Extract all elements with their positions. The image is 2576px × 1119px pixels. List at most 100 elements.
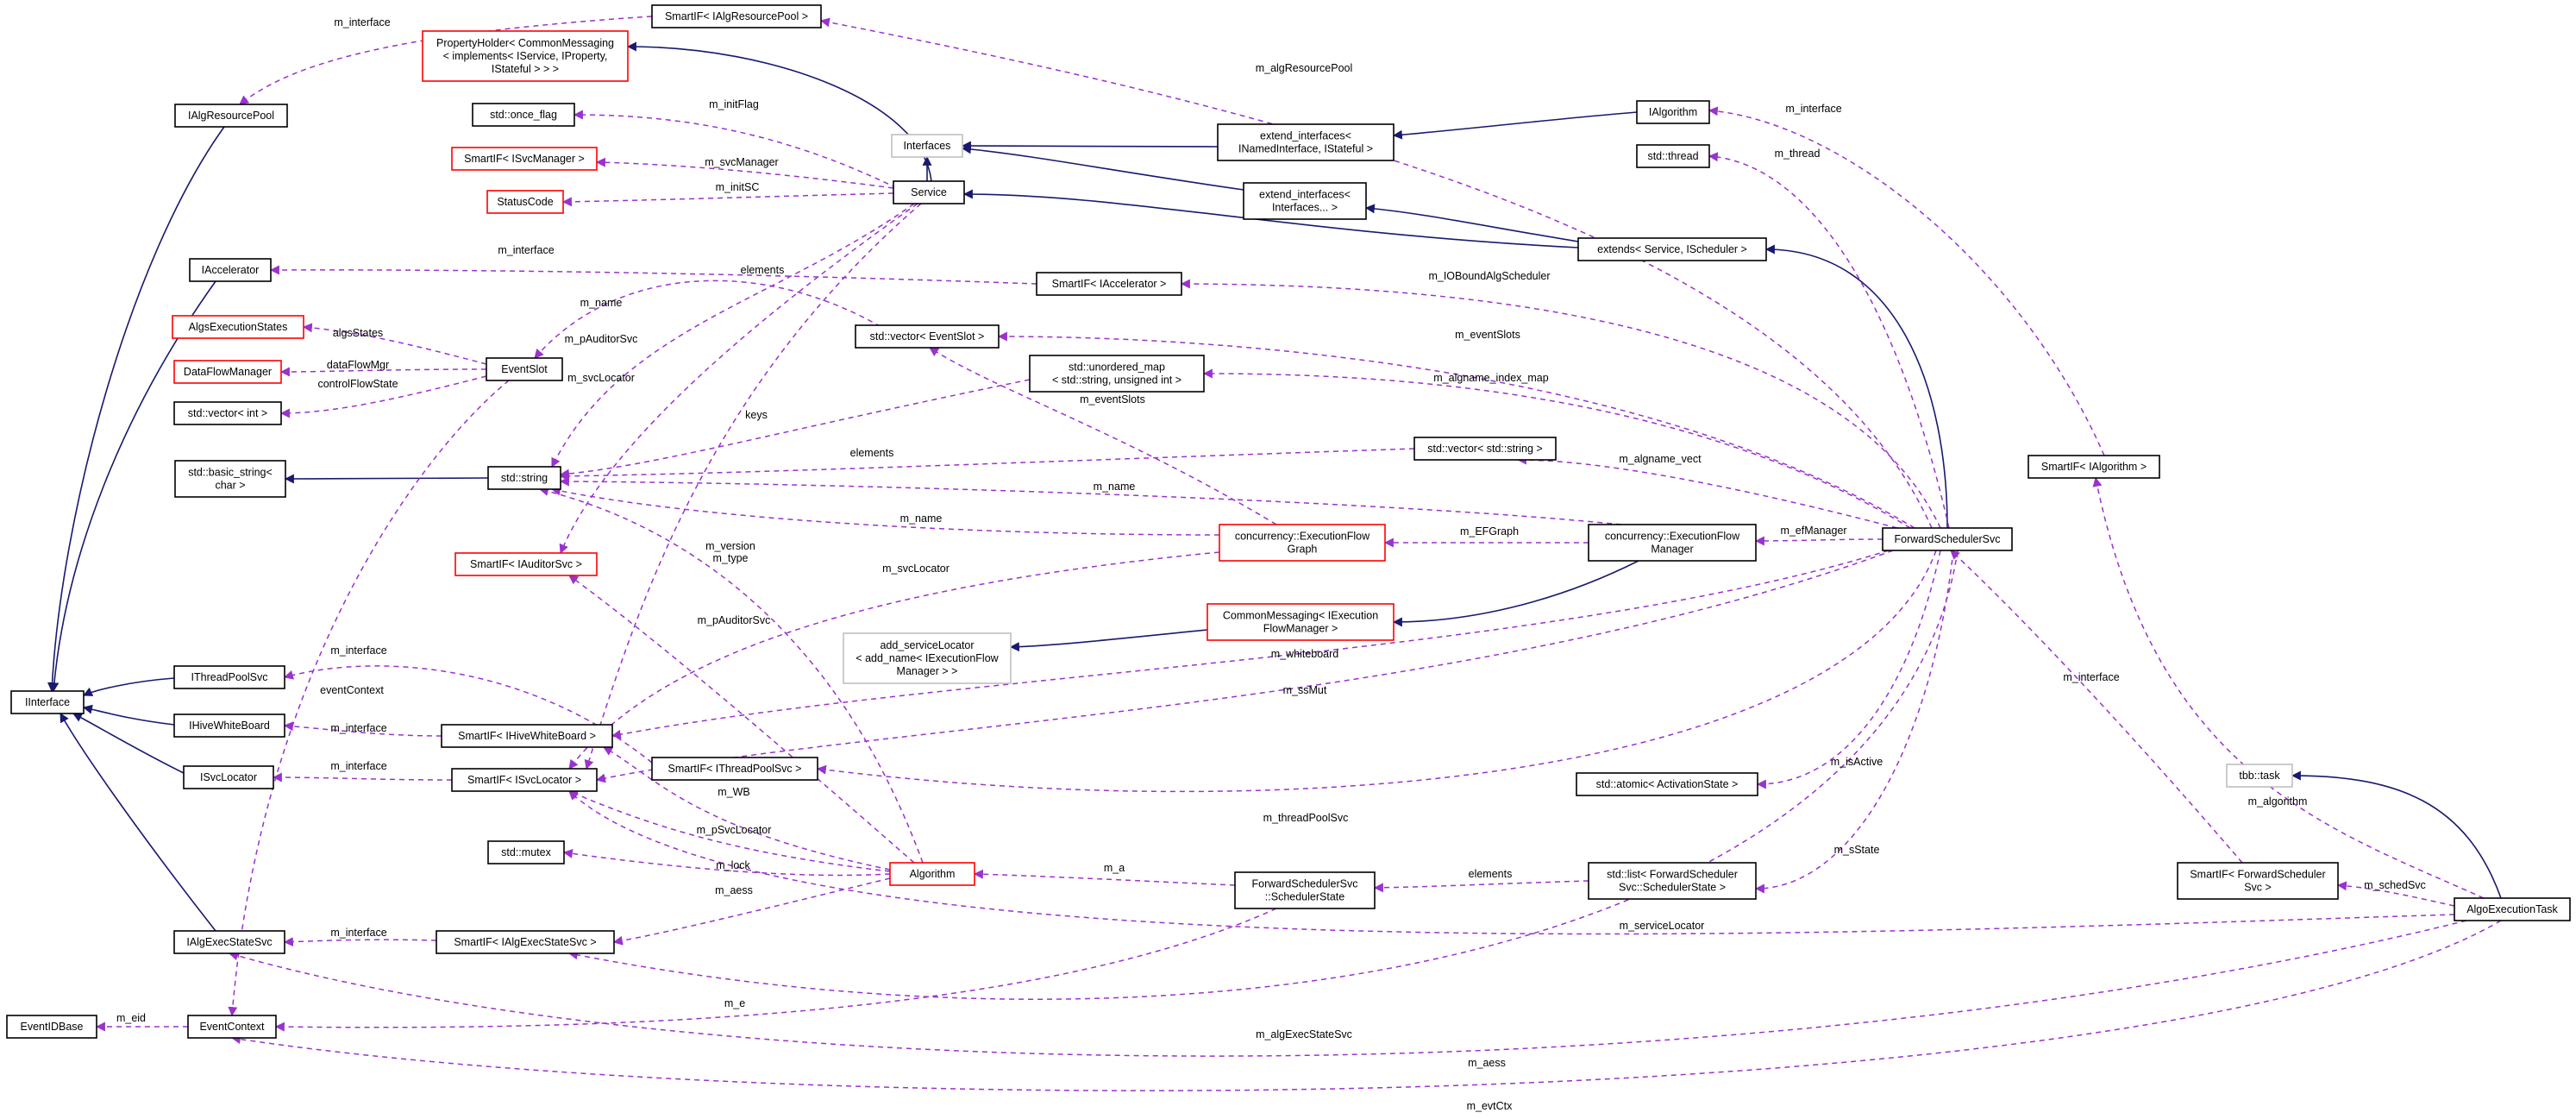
class-node-std_basic_string[interactable]: std::basic_string<char > (174, 460, 286, 498)
class-node-DataFlowManager[interactable]: DataFlowManager (173, 360, 282, 384)
class-box (855, 324, 1000, 349)
class-node-SmartIF_IAccelerator[interactable]: SmartIF< IAccelerator > (1036, 272, 1182, 296)
class-name: AlgsExecutionStates (189, 321, 288, 333)
class-node-PropertyHolder[interactable]: PropertyHolder< CommonMessaging< impleme… (422, 30, 629, 82)
class-node-IAlgExecStateSvc[interactable]: IAlgExecStateSvc (173, 930, 285, 954)
class-box (454, 552, 598, 576)
class-node-EventIDBase[interactable]: EventIDBase (6, 1015, 97, 1039)
class-node-AlgoExecutionTask: AlgoExecutionTask (2454, 897, 2571, 921)
edge-label-SmartIF_IAccelerator-to-IAccelerator: m_interface (498, 244, 554, 256)
edge-label-ForwardSchedulerSvc-to-SmartIF_IHiveWhiteBoard: m_whiteboard (1271, 648, 1339, 660)
class-node-extend_interfaces_INamed[interactable]: extend_interfaces<INamedInterface, IStat… (1217, 123, 1395, 161)
usage-edge-Algorithm-to-SmartIF_IAuditorSvc (568, 575, 915, 864)
usage-edge-SmartIF_IAlgResourcePool-to-IAlgResourcePool (239, 16, 653, 105)
usage-edge-ForwardSchedulerSvc-to-std_atomic (1756, 550, 1941, 789)
edge-label-SchedulerState-to-EventContext: m_e (724, 997, 745, 1009)
class-name: EventIDBase (21, 1021, 84, 1033)
class-node-IThreadPoolSvc[interactable]: IThreadPoolSvc (173, 665, 285, 689)
usage-edge-Service-to-StatusCode (561, 192, 894, 207)
class-node-ForwardSchedulerSvc[interactable]: ForwardSchedulerSvc (1882, 527, 2013, 551)
class-node-std_mutex[interactable]: std::mutex (487, 840, 565, 864)
class-node-AlgsExecutionStates[interactable]: AlgsExecutionStates (172, 315, 304, 339)
class-box (2226, 764, 2293, 788)
usage-edge-Algorithm-to-SmartIF_IHiveWhiteBoard (603, 746, 891, 871)
class-node-IAccelerator[interactable]: IAccelerator (189, 258, 272, 282)
class-node-Interfaces[interactable]: Interfaces (891, 134, 963, 158)
usage-edge-SmartIF_IAlgorithm-to-IAlgorithm (1708, 106, 2105, 456)
class-node-extends_Service[interactable]: extends< Service, IScheduler > (1577, 237, 1767, 261)
edge-label-Algorithm-to-SmartIF_ISvcLocator: m_pSvcLocator (697, 824, 772, 836)
class-box (1413, 437, 1557, 461)
class-node-std_string[interactable]: std::string (487, 466, 561, 490)
edge-label-SmartIF_IAlgResourcePool-to-IAlgResourcePool: m_interface (334, 16, 390, 28)
usage-edge-Service-to-SmartIF_ISvcManager (595, 157, 894, 189)
class-node-std_unordered_map[interactable]: std::unordered_map< std::string, unsigne… (1029, 355, 1205, 393)
edge-label-ExecutionFlowGraph-to-std_string: m_name (900, 512, 943, 525)
class-node-IHiveWhiteBoard[interactable]: IHiveWhiteBoard (173, 714, 285, 738)
usage-edge-std_vector_string-to-std_string (559, 448, 1415, 481)
edge-label-ExecutionFlowGraph-to-std_vector_EventSlot: m_eventSlots (1080, 393, 1145, 405)
class-node-tbb_task[interactable]: tbb::task (2226, 764, 2293, 788)
class-node-IAlgorithm[interactable]: IAlgorithm (1636, 100, 1710, 124)
usage-edge-SchedulerState-to-Algorithm (973, 869, 1236, 886)
class-node-std_once_flag[interactable]: std::once_flag (472, 103, 575, 127)
edge-label-std_list-to-SchedulerState: elements (1469, 868, 1513, 880)
usage-edge-ForwardSchedulerSvc-to-SmartIF_IAccelerator (1180, 279, 1941, 529)
class-name: SmartIF< ISvcLocator > (467, 774, 581, 786)
edge-label-Algorithm-to-SmartIF_IHiveWhiteBoard: m_WB (718, 786, 750, 798)
class-node-SmartIF_IAuditorSvc[interactable]: SmartIF< IAuditorSvc > (454, 552, 598, 576)
class-node-SmartIF_ISvcLocator[interactable]: SmartIF< ISvcLocator > (451, 768, 598, 792)
usage-edge-Algorithm-to-SmartIF_ISvcLocator (567, 789, 891, 872)
class-node-std_atomic[interactable]: std::atomic< ActivationState > (1576, 772, 1758, 796)
inheritance-edge-IAlgResourcePool-to-IInterface (47, 126, 225, 693)
class-box (1588, 862, 1757, 900)
class-node-SmartIF_IAlgExecStateSvc[interactable]: SmartIF< IAlgExecStateSvc > (436, 930, 615, 954)
class-node-SmartIF_IAlgorithm[interactable]: SmartIF< IAlgorithm > (2028, 455, 2160, 479)
class-node-EventSlot[interactable]: EventSlot (486, 357, 563, 381)
class-node-SmartIF_IThreadPoolSvc[interactable]: SmartIF< IThreadPoolSvc > (651, 757, 818, 781)
class-node-Algorithm[interactable]: Algorithm (889, 862, 975, 886)
class-node-IInterface[interactable]: IInterface (10, 690, 85, 714)
class-node-SchedulerState[interactable]: ForwardSchedulerSvc::SchedulerState (1234, 871, 1376, 909)
class-node-SmartIF_IHiveWhiteBoard[interactable]: SmartIF< IHiveWhiteBoard > (441, 724, 613, 748)
class-name: EventSlot (501, 363, 548, 375)
class-node-std_thread[interactable]: std::thread (1636, 144, 1710, 168)
class-name: Algorithm (910, 868, 956, 880)
class-node-IAlgResourcePool[interactable]: IAlgResourcePool (174, 104, 288, 128)
class-node-ISvcLocator[interactable]: ISvcLocator (183, 765, 274, 789)
class-box (472, 103, 575, 127)
usage-edge-EventSlot-to-EventContext (228, 380, 510, 1017)
usage-edge-ForwardSchedulerSvc-to-ExecutionFlowManager (1754, 536, 1883, 546)
edge-label-EventSlot-to-std_vector_int: controlFlowState (317, 378, 398, 390)
class-node-add_serviceLocator[interactable]: add_serviceLocator< add_name< IExecution… (843, 632, 1012, 684)
class-node-StatusCode[interactable]: StatusCode (486, 190, 564, 214)
class-name: IAlgExecStateSvc (186, 936, 272, 948)
class-node-SmartIF_IAlgResourcePool[interactable]: SmartIF< IAlgResourcePool > (651, 4, 822, 28)
class-node-std_vector_int[interactable]: std::vector< int > (173, 401, 282, 425)
class-box (486, 190, 564, 214)
class-box (1636, 100, 1710, 124)
edge-label-SmartIF_IAlgorithm-to-IAlgorithm: m_interface (1785, 103, 1841, 115)
edge-label-std_vector_string-to-std_string: elements (850, 447, 894, 459)
class-box (183, 765, 274, 789)
class-box (889, 862, 975, 886)
class-node-std_vector_EventSlot[interactable]: std::vector< EventSlot > (855, 324, 1000, 349)
class-node-Service[interactable]: Service (893, 180, 965, 204)
class-node-extend_interfaces_dots[interactable]: extend_interfaces<Interfaces... > (1243, 182, 1367, 220)
class-name: AlgoExecutionTask (2466, 903, 2558, 915)
class-node-SmartIF_ISvcManager[interactable]: SmartIF< ISvcManager > (451, 147, 598, 171)
usage-edge-AlgoExecutionTask-to-SmartIF_ISvcLocator (568, 790, 2455, 935)
class-node-EventContext[interactable]: EventContext (187, 1015, 277, 1039)
class-box (2177, 862, 2339, 900)
edge-label-ForwardSchedulerSvc-to-SmartIF_IThreadPoolSvc: m_threadPoolSvc (1263, 812, 1349, 824)
nodes-layer: SmartIF< IAlgResourcePool > PropertyHolde… (6, 4, 2571, 1039)
class-box (1234, 871, 1376, 909)
usage-edge-std_list-to-SchedulerState (1373, 880, 1589, 893)
class-node-std_vector_string[interactable]: std::vector< std::string > (1413, 437, 1557, 461)
